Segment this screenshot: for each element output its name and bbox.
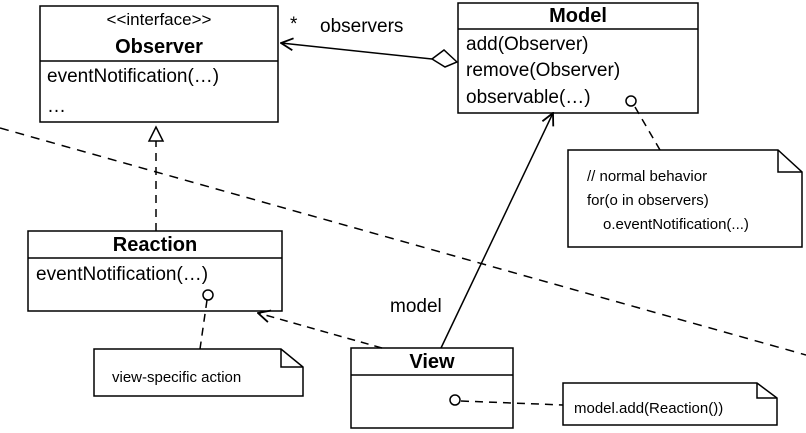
model-member: remove(Observer) [466,60,620,81]
model-role-label: model [390,296,442,317]
observer-class[interactable]: <<interface>> Observer eventNotification… [39,5,279,123]
dependency-line [258,313,383,349]
note-anchor-circle [449,394,461,406]
observer-member: eventNotification(…) [47,66,219,87]
note-line: model.add(Reaction()) [574,400,723,417]
note-line: view-specific action [112,369,241,386]
view-setup-note[interactable]: model.add(Reaction()) [449,382,778,426]
note-anchor-circle [625,95,637,107]
model-class-box [457,2,699,114]
model-association-line [440,113,553,349]
view-class-box [350,347,514,429]
aggregation-diamond [430,49,459,68]
note-shape [93,348,304,397]
observer-class-box [39,5,279,123]
observers-role-label: observers [320,16,403,37]
dependency-relationship[interactable] [258,313,383,349]
note-connector [460,400,564,406]
model-association[interactable]: model [390,113,553,349]
note-anchor-circle [202,289,214,301]
view-class-name: View [409,351,455,373]
observers-multiplicity: * [290,14,298,35]
note-fold [756,383,777,399]
reaction-class[interactable]: Reaction eventNotification(…) [27,230,283,312]
view-class[interactable]: View [350,347,514,429]
note-fold [777,150,802,173]
note-shape [567,149,803,248]
layer-separator-line [0,127,806,356]
model-member: observable(…) [466,87,591,108]
note-line: o.eventNotification(...) [603,216,749,233]
realization-relationship[interactable] [147,125,165,231]
observers-association[interactable]: * observers [281,14,459,68]
reaction-class-name: Reaction [113,234,197,256]
observer-stereotype: <<interface>> [107,10,212,29]
realization-triangle [147,125,165,142]
observer-member: … [47,96,66,117]
reaction-member: eventNotification(…) [36,264,208,285]
model-member: add(Observer) [466,34,589,55]
note-line: // normal behavior [587,168,707,185]
reaction-class-box [27,230,283,312]
note-shape [562,382,778,426]
reaction-action-note[interactable]: view-specific action [93,289,304,397]
note-line: for(o in observers) [587,192,709,209]
observer-class-name: Observer [115,36,203,58]
observers-association-line [281,43,433,60]
model-class-name: Model [549,5,607,27]
model-class[interactable]: Model add(Observer) remove(Observer) obs… [457,2,699,114]
model-behavior-note[interactable]: // normal behavior for(o in observers) o… [567,95,803,248]
note-fold [280,349,303,368]
